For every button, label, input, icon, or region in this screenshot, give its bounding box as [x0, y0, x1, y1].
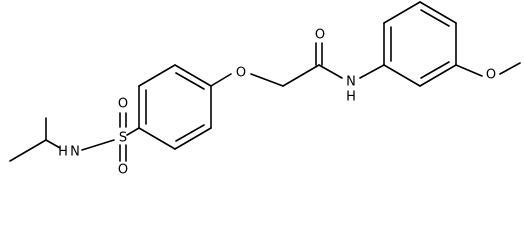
bond [359, 64, 385, 79]
amide-nitrogen-label: N [346, 75, 356, 90]
bond [175, 72, 205, 90]
bond [174, 64, 212, 87]
methoxyphenyl-ring [383, 1, 521, 87]
amide-hydrogen-label: H [346, 90, 356, 105]
acetamide-linker [210, 42, 385, 87]
methoxy-oxygen-label: O [486, 68, 496, 83]
bond [9, 139, 47, 162]
bond [210, 73, 232, 87]
bond [282, 64, 320, 87]
carbonyl-oxygen-label: O [315, 28, 325, 43]
sulfonyl-oxygen-bottom-label: O [118, 163, 128, 178]
bond [250, 73, 284, 87]
bond [455, 64, 483, 77]
bond [420, 9, 450, 27]
sulfonyl-oxygen-top-label: O [118, 97, 128, 112]
bond [138, 127, 176, 150]
bond [126, 127, 140, 136]
bond [175, 124, 205, 142]
bond [419, 64, 457, 87]
bond [383, 1, 421, 24]
bond [81, 139, 115, 151]
bond [419, 1, 457, 24]
sulfonamide-nitrogen-label: N [70, 145, 80, 160]
bond [383, 64, 421, 87]
sulfonamide-hydrogen-label: H [58, 145, 68, 160]
molecule-structure: O O N H O S O O N H [9, 1, 521, 178]
sulfonamide-group [9, 112, 140, 162]
sulfur-label: S [119, 131, 127, 146]
ether-oxygen-label: O [236, 66, 246, 81]
central-benzene-ring [138, 64, 212, 150]
bond [45, 139, 61, 149]
bond [499, 62, 521, 75]
bond [318, 64, 343, 79]
bond [174, 127, 212, 150]
atom-labels: O O N H O S O O N H [58, 28, 496, 178]
bond [138, 64, 176, 87]
bond [420, 61, 450, 79]
